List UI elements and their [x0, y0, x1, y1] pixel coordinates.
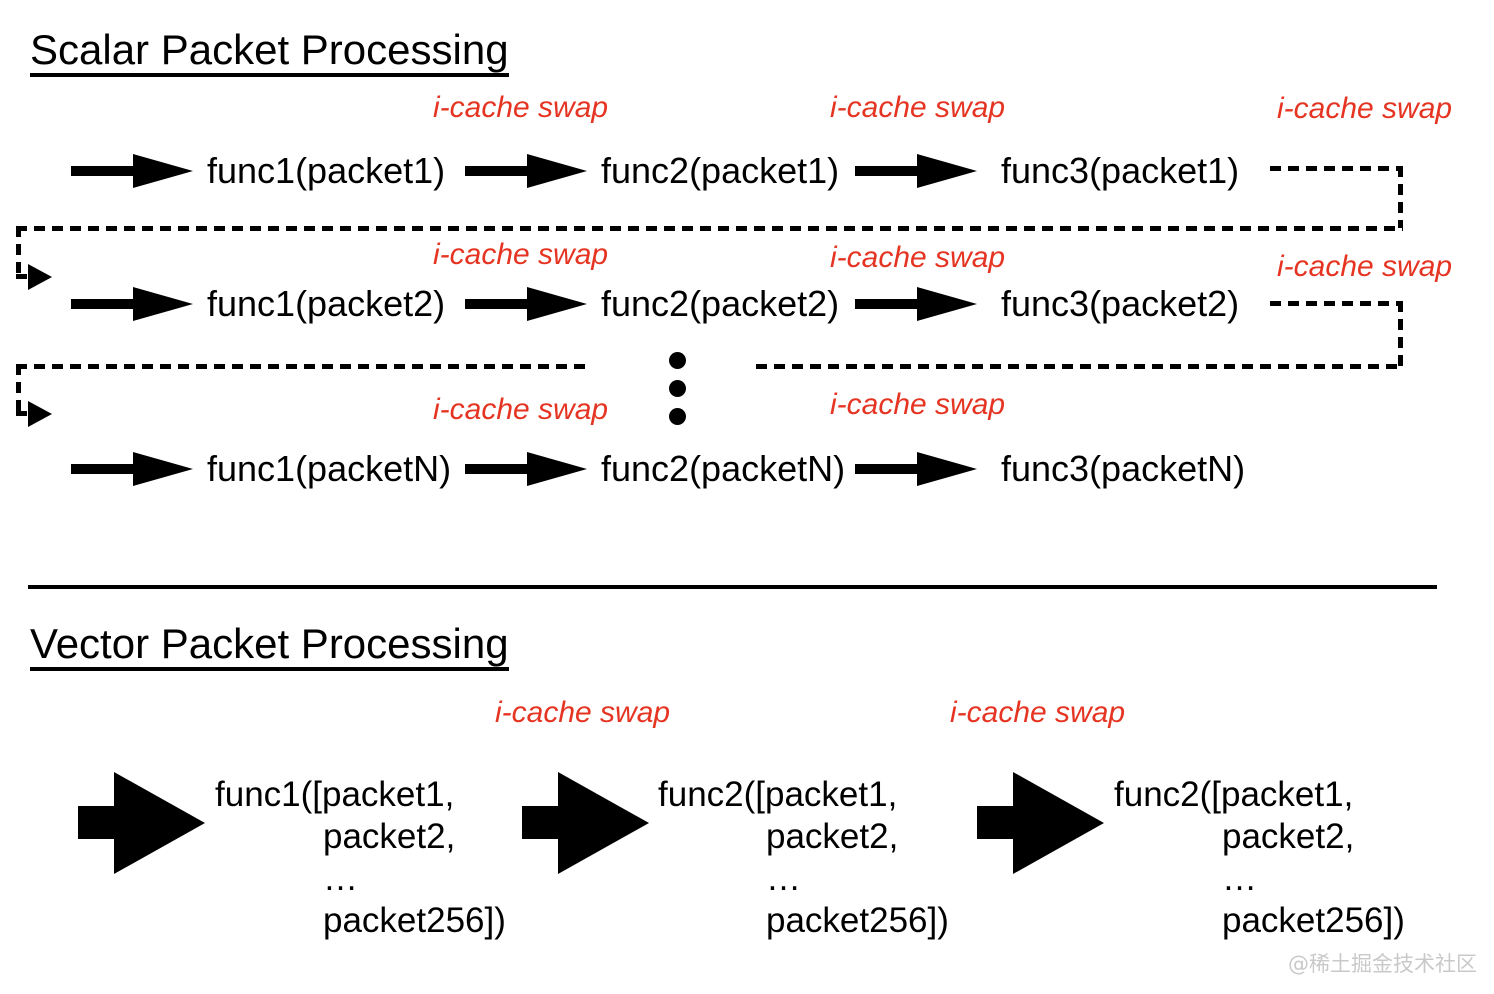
- icache-swap-label: i-cache swap: [830, 388, 1006, 421]
- icache-swap-label: i-cache swap: [433, 91, 609, 124]
- vector-func-line: …: [323, 859, 358, 898]
- block-arrow-icon: [78, 772, 205, 874]
- wrap-arrowhead-icon: [28, 264, 52, 290]
- vector-func-text: func1([packet1, packet2, … packet256]): [215, 774, 506, 942]
- func-call-text: func1(packet1): [207, 150, 446, 191]
- flow-arrow-icon: [465, 154, 587, 188]
- vector-func-line: packet2,: [1222, 817, 1355, 856]
- vector-func-line: packet256]): [766, 901, 949, 940]
- flow-arrow-icon: [71, 154, 193, 188]
- icache-swap-label: i-cache swap: [830, 91, 1006, 124]
- ellipsis-dot: [669, 380, 686, 397]
- vector-func-line: …: [766, 859, 801, 898]
- flow-arrow-icon: [71, 452, 193, 486]
- icache-swap-label: i-cache swap: [433, 238, 609, 271]
- vector-func-line: func2([packet1,: [1114, 775, 1354, 814]
- vector-func-line: …: [1222, 859, 1257, 898]
- return-path-dashed: [16, 411, 27, 416]
- func-call-text: func1(packet2): [207, 283, 446, 324]
- vector-func-text: func2([packet1, packet2, … packet256]): [1114, 774, 1405, 942]
- func-call-text: func2(packetN): [601, 448, 846, 489]
- flow-arrow-icon: [855, 452, 977, 486]
- func-call-text: func1(packetN): [207, 448, 452, 489]
- block-arrow-icon: [977, 772, 1104, 874]
- vector-func-line: func1([packet1,: [215, 775, 455, 814]
- return-path-dashed: [16, 274, 27, 279]
- flow-arrow-icon: [465, 452, 587, 486]
- scalar-section-title: Scalar Packet Processing: [30, 28, 509, 77]
- return-path-dashed: [1270, 166, 1403, 171]
- watermark: @稀土掘金技术社区: [1288, 952, 1477, 976]
- func-call-text: func2(packet1): [601, 150, 840, 191]
- block-arrow-icon: [522, 772, 649, 874]
- flow-arrow-icon: [465, 287, 587, 321]
- flow-arrow-icon: [855, 287, 977, 321]
- icache-swap-label: i-cache swap: [1277, 250, 1453, 283]
- func-call-text: func3(packetN): [1001, 448, 1246, 489]
- vector-section-title: Vector Packet Processing: [30, 622, 509, 671]
- func-call-text: func2(packet2): [601, 283, 840, 324]
- vector-func-line: func2([packet1,: [658, 775, 898, 814]
- return-path-dashed: [16, 364, 21, 412]
- vector-func-text: func2([packet1, packet2, … packet256]): [658, 774, 949, 942]
- icache-swap-label: i-cache swap: [1277, 92, 1453, 125]
- icache-swap-label: i-cache swap: [495, 696, 671, 729]
- vector-func-line: packet2,: [323, 817, 456, 856]
- ellipsis-dot: [669, 408, 686, 425]
- ellipsis-dot: [669, 352, 686, 369]
- flow-arrow-icon: [71, 287, 193, 321]
- return-path-dashed: [1398, 166, 1403, 228]
- func-call-text: func3(packet2): [1001, 283, 1240, 324]
- flow-arrow-icon: [855, 154, 977, 188]
- return-path-dashed: [1398, 301, 1403, 366]
- vector-func-line: packet256]): [323, 901, 506, 940]
- func-call-text: func3(packet1): [1001, 150, 1240, 191]
- icache-swap-label: i-cache swap: [433, 393, 609, 426]
- icache-swap-label: i-cache swap: [830, 241, 1006, 274]
- return-path-dashed: [16, 226, 1403, 231]
- return-path-dashed: [1270, 301, 1403, 306]
- vector-func-line: packet2,: [766, 817, 899, 856]
- section-divider: [28, 585, 1437, 589]
- return-path-dashed: [16, 226, 21, 276]
- wrap-arrowhead-icon: [28, 401, 52, 427]
- icache-swap-label: i-cache swap: [950, 696, 1126, 729]
- return-path-dashed: [16, 364, 588, 369]
- return-path-dashed: [756, 364, 1403, 369]
- vector-func-line: packet256]): [1222, 901, 1405, 940]
